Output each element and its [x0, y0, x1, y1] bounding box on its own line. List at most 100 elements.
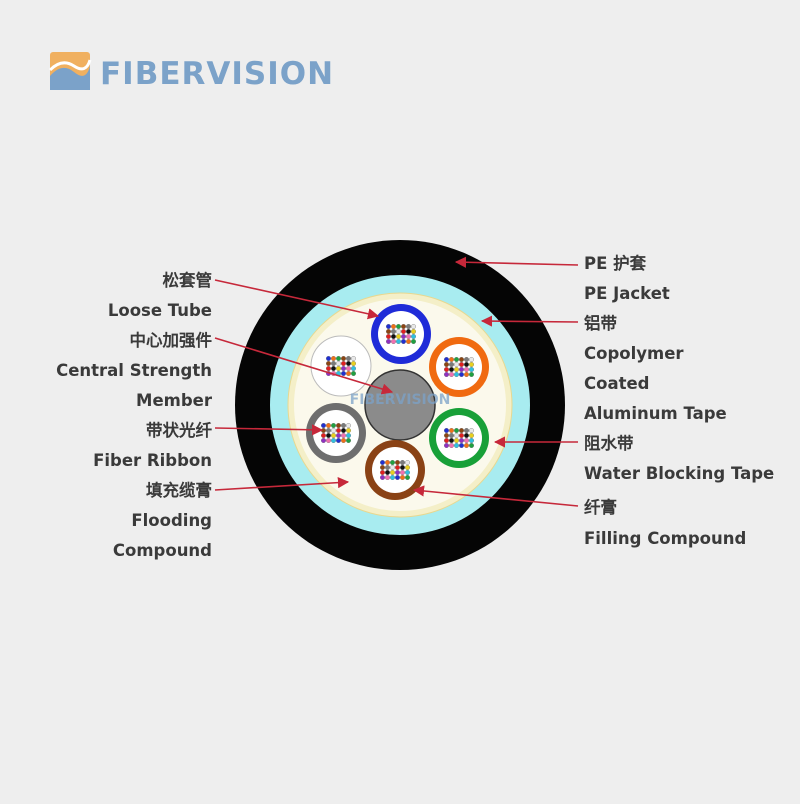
- arrow-pe-jacket: [454, 256, 579, 268]
- fiber: [459, 357, 464, 362]
- fiber: [385, 470, 390, 475]
- fiber: [391, 324, 396, 329]
- fiber: [390, 475, 395, 480]
- brand-logo-icon: [48, 52, 92, 90]
- fiber: [336, 428, 341, 433]
- fiber: [321, 433, 326, 438]
- fiber: [406, 334, 411, 339]
- fiber: [464, 372, 469, 377]
- fiber: [395, 470, 400, 475]
- fiber: [400, 465, 405, 470]
- right-labels: PE 护套 PE Jacket 铝带 Copolymer Coated Alum…: [584, 253, 774, 548]
- loose-tube-blue: [371, 304, 431, 364]
- fiber: [326, 366, 331, 371]
- fiber: [469, 433, 474, 438]
- fiber: [396, 339, 401, 344]
- fiber: [464, 438, 469, 443]
- fiber: [449, 367, 454, 372]
- label-water-blocking-tape-en: Water Blocking Tape: [584, 464, 774, 483]
- fiber: [331, 366, 336, 371]
- loose-tube-gray: [306, 403, 366, 463]
- fiber: [454, 443, 459, 448]
- fiber: [459, 367, 464, 372]
- fiber: [444, 357, 449, 362]
- fiber: [390, 465, 395, 470]
- fiber: [351, 361, 356, 366]
- fiber: [459, 428, 464, 433]
- fiber: [449, 443, 454, 448]
- fiber: [464, 428, 469, 433]
- leader-arrows: [214, 256, 579, 507]
- fiber: [326, 423, 331, 428]
- fiber: [386, 339, 391, 344]
- fiber: [449, 438, 454, 443]
- fiber: [380, 470, 385, 475]
- label-water-blocking-tape-cn: 阻水带: [584, 433, 634, 453]
- loose-tube-interior: [436, 344, 482, 390]
- fiber: [386, 324, 391, 329]
- fiber: [454, 438, 459, 443]
- fiber: [469, 362, 474, 367]
- fiber: [380, 460, 385, 465]
- fiber: [346, 423, 351, 428]
- fiber: [391, 339, 396, 344]
- fiber: [380, 475, 385, 480]
- fiber: [411, 329, 416, 334]
- fiber: [411, 339, 416, 344]
- fiber: [454, 433, 459, 438]
- fiber: [336, 423, 341, 428]
- fiber: [380, 465, 385, 470]
- fiber: [395, 460, 400, 465]
- fiber: [469, 438, 474, 443]
- fiber: [385, 465, 390, 470]
- fiber: [464, 357, 469, 362]
- fiber: [346, 433, 351, 438]
- fiber: [351, 371, 356, 376]
- fiber: [341, 366, 346, 371]
- label-central-strength-cn: 中心加强件: [130, 330, 213, 350]
- fiber: [469, 443, 474, 448]
- fiber: [411, 334, 416, 339]
- fiber: [401, 329, 406, 334]
- fiber: [459, 362, 464, 367]
- fiber: [459, 433, 464, 438]
- fiber: [390, 460, 395, 465]
- label-filling-compound-en: Filling Compound: [584, 529, 746, 548]
- label-central-strength-en-2: Member: [136, 391, 213, 410]
- fiber: [454, 357, 459, 362]
- fiber: [464, 362, 469, 367]
- fiber: [391, 334, 396, 339]
- fiber: [406, 339, 411, 344]
- fiber: [351, 356, 356, 361]
- fiber: [405, 460, 410, 465]
- fiber: [449, 433, 454, 438]
- fiber: [469, 372, 474, 377]
- fiber: [454, 372, 459, 377]
- fiber: [464, 443, 469, 448]
- arrow-aluminum-tape: [480, 315, 579, 327]
- loose-tube-white: [310, 335, 372, 397]
- fiber: [396, 334, 401, 339]
- label-pe-jacket-en: PE Jacket: [584, 284, 670, 303]
- fiber: [464, 367, 469, 372]
- fiber: [341, 423, 346, 428]
- fiber: [351, 366, 356, 371]
- fiber: [321, 438, 326, 443]
- fiber: [444, 433, 449, 438]
- fiber: [459, 438, 464, 443]
- fiber: [336, 438, 341, 443]
- fiber: [326, 361, 331, 366]
- loose-tube-interior: [436, 415, 482, 461]
- fiber: [401, 324, 406, 329]
- fiber: [385, 460, 390, 465]
- fiber: [469, 367, 474, 372]
- fiber: [390, 470, 395, 475]
- fiber: [444, 428, 449, 433]
- fiber: [444, 367, 449, 372]
- fiber: [406, 324, 411, 329]
- fiber: [444, 443, 449, 448]
- fiber: [444, 438, 449, 443]
- fiber: [454, 428, 459, 433]
